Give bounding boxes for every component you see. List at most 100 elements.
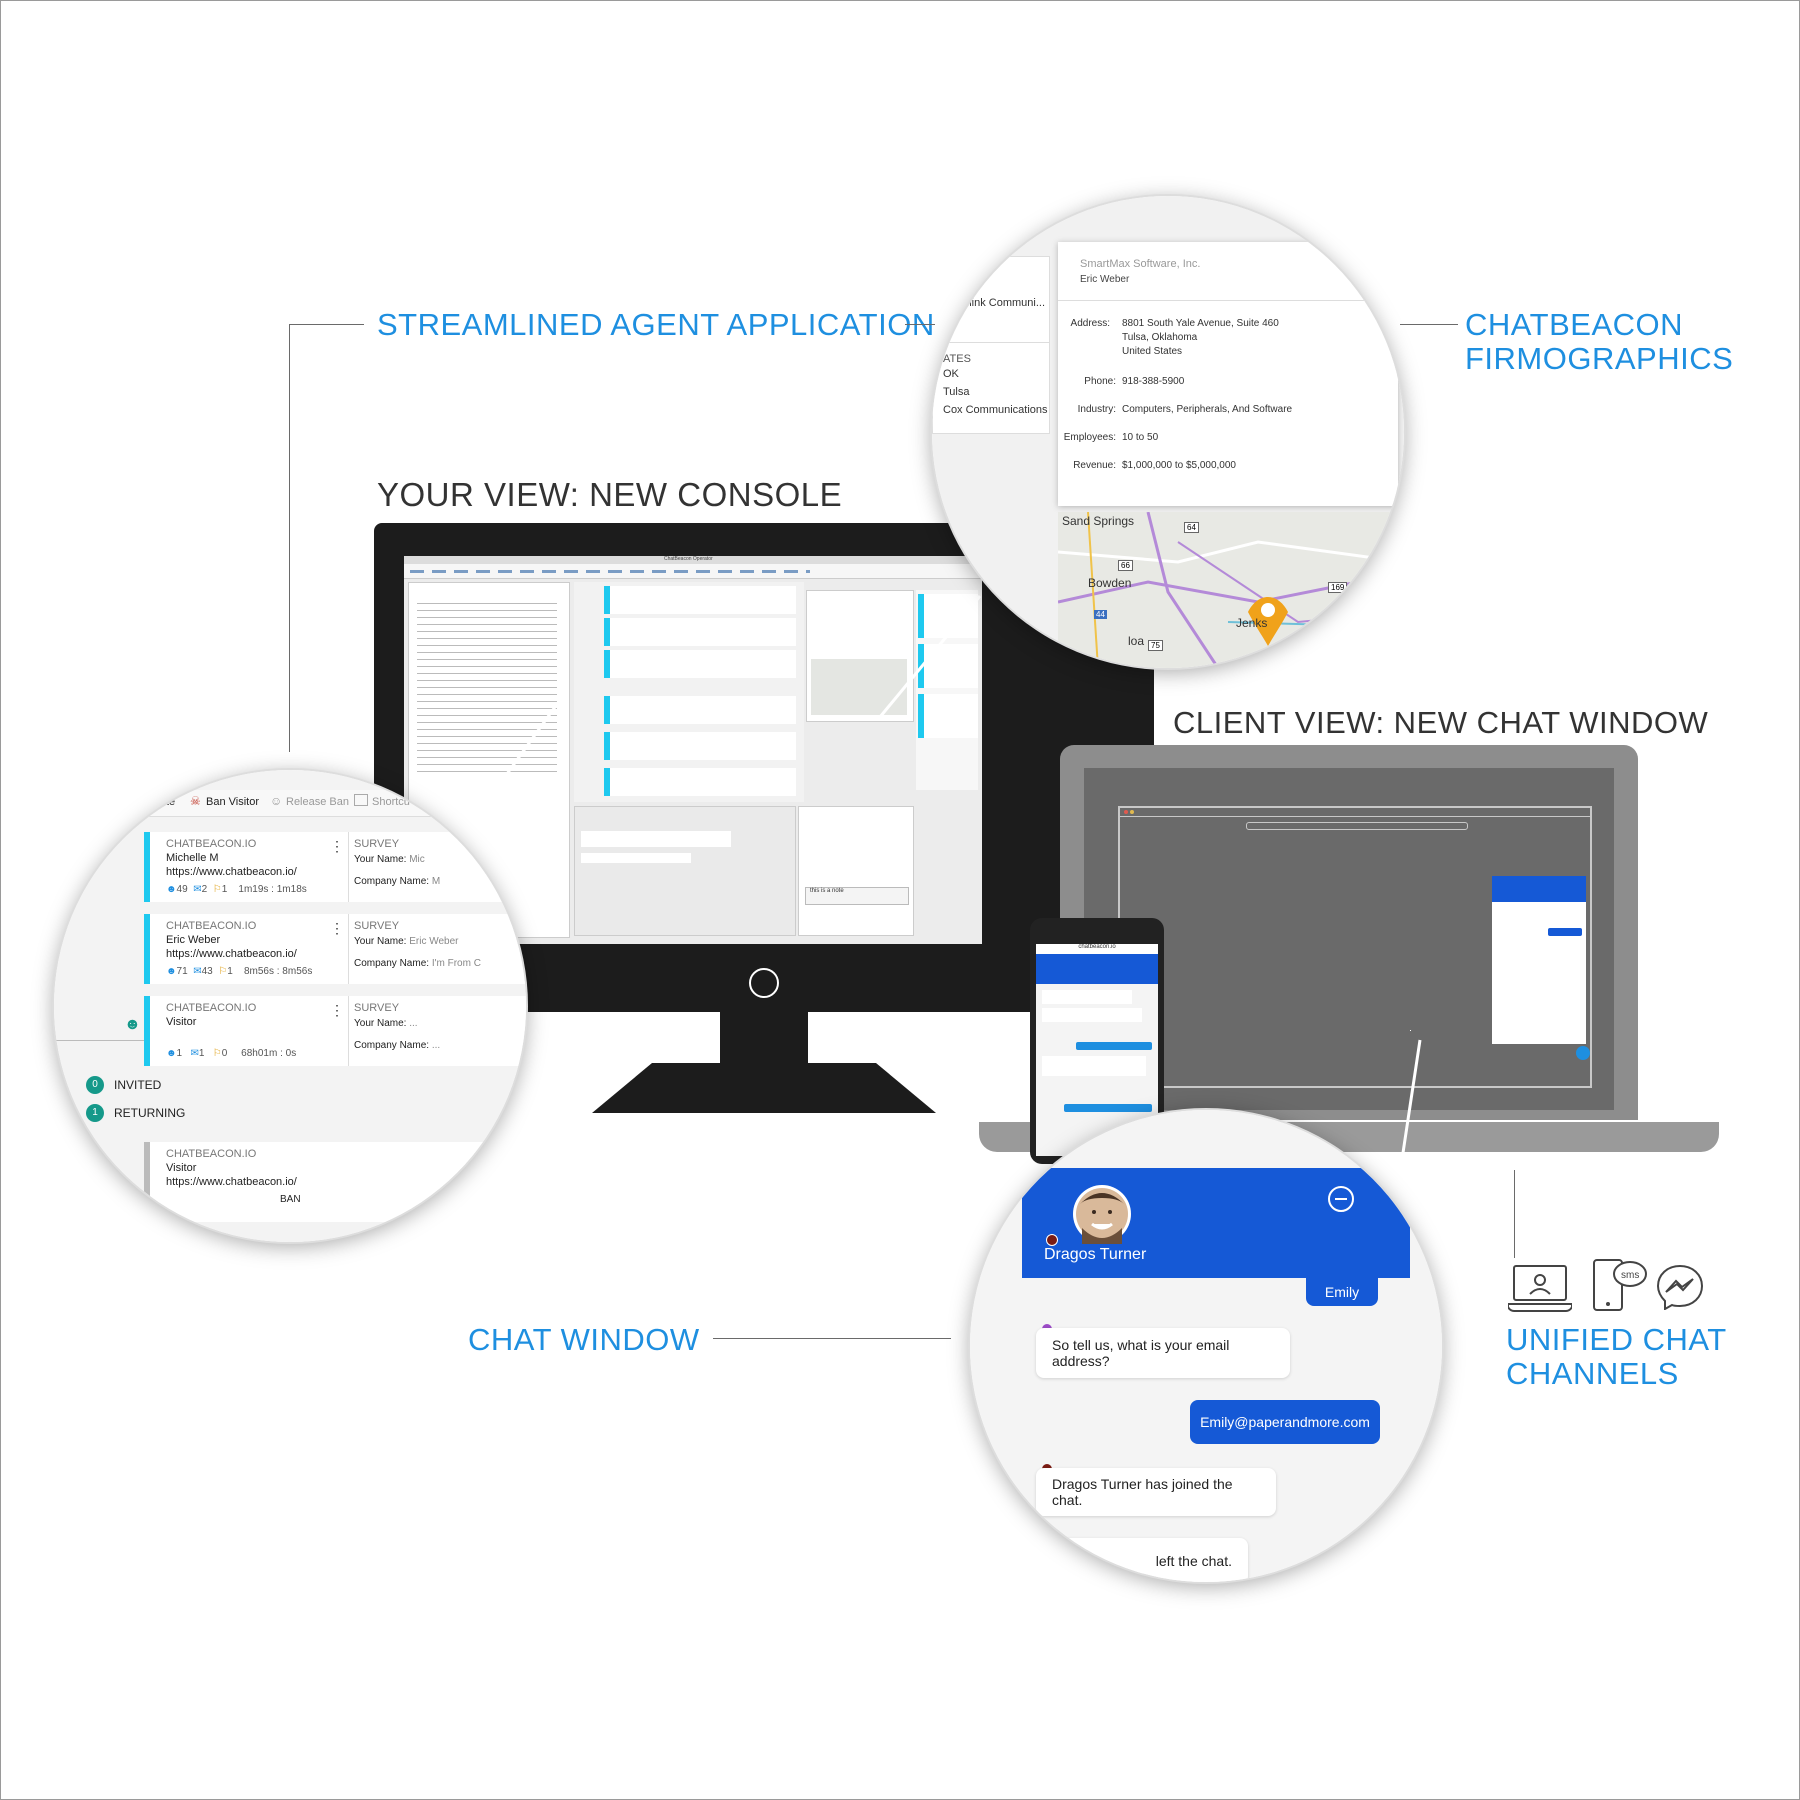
card-url[interactable]: https://www.chatbeacon.io/ [166, 866, 297, 878]
heading-chat-window: CHAT WINDOW [468, 1322, 700, 1357]
browser-address-bar [1246, 822, 1468, 830]
invited-label[interactable]: INVITED [114, 1078, 162, 1092]
your-name-label: Your Name: [354, 936, 407, 947]
address-line3: United States [1122, 346, 1183, 357]
visitor-card-eric[interactable]: CHATBEACON.IO Eric Weber https://www.cha… [144, 914, 526, 984]
address-line2: Tulsa, Oklahoma [1122, 332, 1198, 343]
firmo-sidebar-location: ATES OK Tulsa Cox Communications [932, 342, 1050, 434]
sidebar-state: OK [943, 368, 959, 380]
phone-label: Phone: [1084, 376, 1116, 387]
card-site: CHATBEACON.IO [166, 920, 257, 932]
minimize-icon-bar [1335, 1198, 1347, 1200]
firmographics-card: SmartMax Software, Inc. Eric Weber Addre… [1058, 242, 1398, 506]
window-min-dot[interactable] [1130, 810, 1134, 814]
minimize-icon[interactable] [1328, 1186, 1354, 1212]
chats-icon: ✉ [193, 884, 202, 895]
visitor-card[interactable] [604, 618, 796, 646]
chat-message [581, 831, 731, 847]
console-chat-area [574, 806, 796, 936]
kebab-menu-icon[interactable]: ⋮ [330, 920, 344, 936]
chats-icon: ✉ [190, 1048, 199, 1059]
system-message: Dragos Turner has joined the chat. [1036, 1468, 1276, 1516]
map-label: Bowden [1088, 576, 1132, 590]
survey-name-row: Your Name: Mic [354, 854, 425, 865]
console-toolbar [404, 564, 982, 579]
returning-label[interactable]: RETURNING [114, 1106, 186, 1120]
ban-visitor-button[interactable]: Ban Visitor [206, 796, 259, 808]
map-label: Broken A [1348, 586, 1397, 600]
card-name: Visitor [166, 1162, 197, 1174]
heading-unified-2: CHANNELS [1506, 1356, 1679, 1391]
shortcuts-button[interactable]: Shortcu [372, 796, 410, 808]
window-close-dot[interactable] [1124, 810, 1128, 814]
visitor-card[interactable] [604, 732, 796, 760]
monitor-stand [592, 1063, 936, 1113]
visitor-status-icon: ☻ [124, 1016, 141, 1033]
card-url[interactable]: https://www.chatbeacon.io/ [166, 1176, 297, 1188]
visitor-card[interactable] [604, 696, 796, 724]
queue-card[interactable] [918, 694, 978, 738]
user-tag: Emily [1306, 1278, 1378, 1306]
phone-url-bar: chatbeacon.io [1036, 944, 1158, 954]
ban-icon: ☠ [190, 794, 201, 808]
visitor-card[interactable] [604, 586, 796, 614]
heading-agent-app: STREAMLINED AGENT APPLICATION [377, 307, 935, 342]
visitor-card-visitor[interactable]: CHATBEACON.IO Visitor ☻1 ✉1 ⚐0 68h01m : … [144, 996, 526, 1066]
widget-header [1492, 876, 1586, 902]
widget-user-bubble [1548, 928, 1582, 936]
kebab-menu-icon[interactable]: ⋮ [330, 1002, 344, 1018]
session-time: 8m56s : 8m56s [243, 966, 313, 977]
card-name: Visitor [166, 1016, 197, 1028]
agent-message: So tell us, what is your email address? [1036, 1328, 1290, 1378]
release-ban-button[interactable]: Release Ban [286, 796, 349, 808]
sms-channel-icon: sms [1593, 1259, 1647, 1311]
phone-chat-header [1036, 954, 1158, 984]
connector-line [289, 324, 290, 752]
invite-button[interactable]: vite [158, 796, 176, 808]
map-label: Sand Springs [1062, 514, 1135, 528]
firmographics-zoom: enlink Communi... ATES OK Tulsa Cox Comm… [932, 196, 1404, 668]
card-url[interactable]: https://www.chatbeacon.io/ [166, 948, 297, 960]
widget-launcher-button[interactable] [1576, 1046, 1590, 1060]
visitor-card-returning[interactable]: CHATBEACON.IO Visitor https://www.chatbe… [144, 1142, 526, 1222]
card-stats: ☻71 ✉43 ⚐1 8m56s : 8m56s [166, 966, 312, 977]
monitor-power-button[interactable] [749, 968, 779, 998]
pageviews-count: 1 [176, 1048, 183, 1059]
visitor-card[interactable] [604, 650, 796, 678]
card-divider [348, 914, 349, 984]
survey-company-row: Company Name: ... [354, 1040, 440, 1051]
visitor-card[interactable] [604, 768, 796, 796]
industry-value: Computers, Peripherals, And Software [1122, 404, 1293, 415]
pageviews-icon: ☻ [166, 1048, 177, 1059]
visitor-card-michelle[interactable]: CHATBEACON.IO Michelle M https://www.cha… [144, 832, 526, 902]
note-box[interactable]: this is a note [805, 887, 909, 905]
browser-tab-bar [1120, 816, 1590, 817]
survey-company-row: Company Name: I'm From C [354, 958, 481, 969]
firmographics-mini-panel [806, 590, 914, 722]
console-title: ChatBeacon Operator [664, 556, 713, 562]
operator-avatar [1073, 1185, 1131, 1244]
sidebar-link[interactable]: enlink Communi... [957, 297, 1046, 309]
contact-name: Eric Weber [1080, 274, 1130, 285]
address-line1: 8801 South Yale Avenue, Suite 460 [1122, 318, 1279, 329]
card-stats: ☻1 ✉1 ⚐0 68h01m : 0s [166, 1048, 296, 1059]
phone-message [1042, 1056, 1146, 1076]
returning-count-badge: 1 [86, 1104, 104, 1122]
employees-value: 10 to 50 [1122, 432, 1159, 443]
your-name-value: ... [409, 1018, 418, 1029]
phone-message [1042, 1008, 1142, 1022]
location-map[interactable]: Sand Springs Bowden Broken A Jenks loa 6… [1057, 511, 1404, 668]
chats-count: 1 [198, 1048, 205, 1059]
laptop-screen [1084, 768, 1614, 1110]
system-message: left the chat. [1036, 1538, 1248, 1582]
agent-app-zoom: vite ☠ Ban Visitor ☺ Release Ban Shortcu… [54, 770, 526, 1242]
survey-name-row: Your Name: ... [354, 1018, 418, 1029]
operator-name: Dragos Turner [1044, 1246, 1147, 1263]
kebab-menu-icon[interactable]: ⋮ [330, 838, 344, 854]
connector-line [1514, 1170, 1515, 1258]
ban-tag: BAN [280, 1194, 301, 1205]
messenger-channel-icon [1656, 1264, 1704, 1310]
sidebar-state-header: ATES [943, 353, 971, 365]
map-label: loa [1128, 634, 1145, 648]
survey-label: SURVEY [354, 1002, 400, 1014]
